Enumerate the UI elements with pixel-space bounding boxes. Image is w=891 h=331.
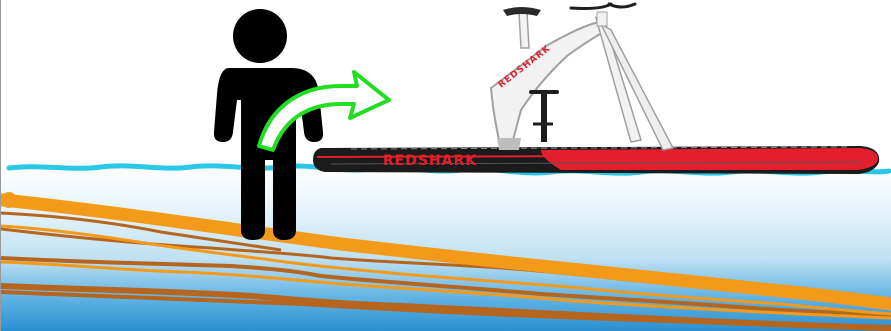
water-bike-icon: REDSHARK REDSHARK (313, 4, 879, 174)
board-brand-label: REDSHARK (383, 153, 477, 169)
sand-blob (1, 192, 17, 208)
paddle-board: REDSHARK (313, 146, 879, 174)
bike-frame: REDSHARK (491, 4, 673, 150)
